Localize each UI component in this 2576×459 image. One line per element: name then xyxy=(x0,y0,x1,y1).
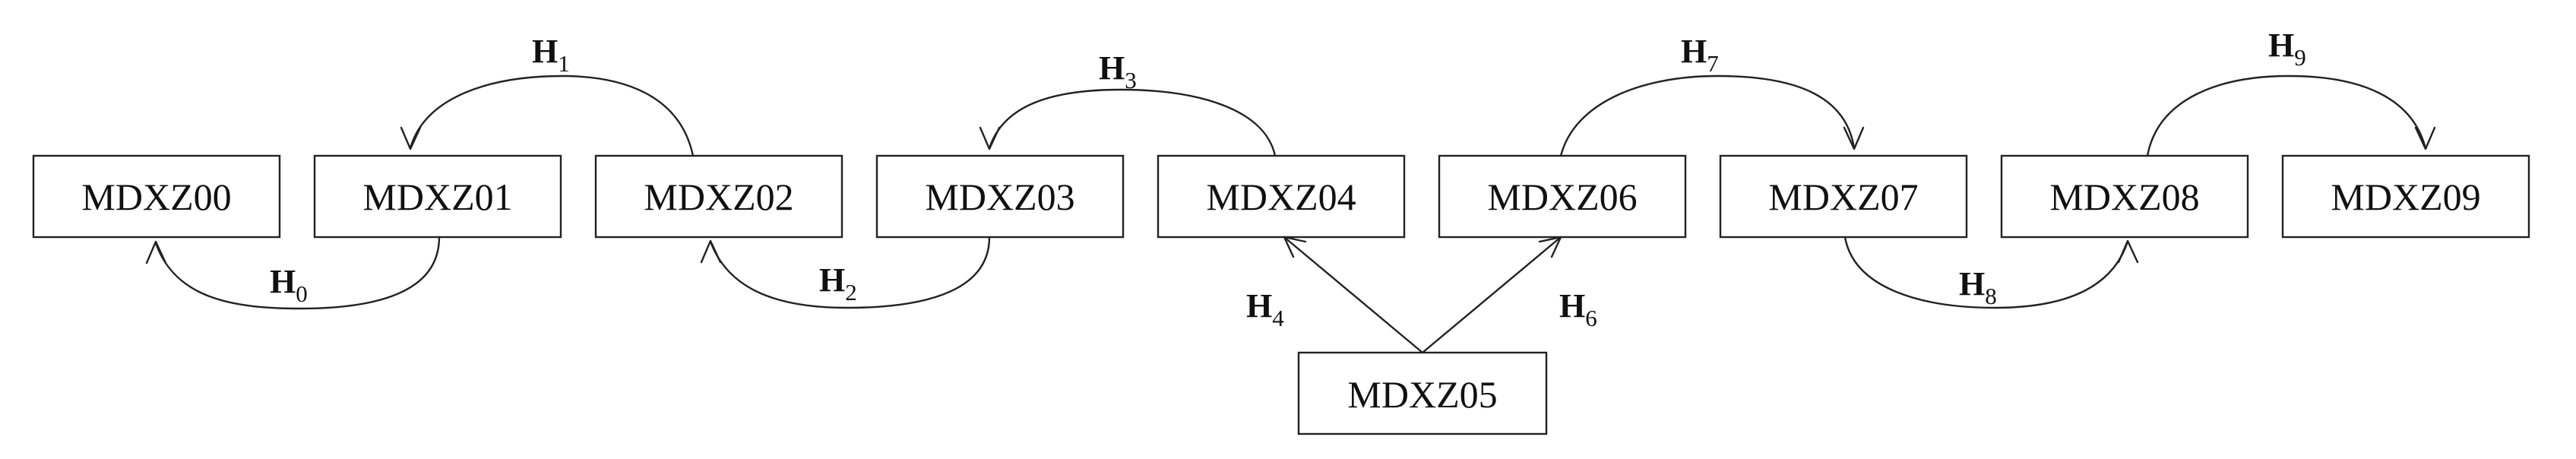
node-mdxz09: MDXZ09 xyxy=(2281,154,2530,239)
edge-curve xyxy=(409,74,695,157)
arrowhead xyxy=(2117,239,2139,264)
edge-label-h1: H1 xyxy=(532,33,570,77)
node-label: MDXZ04 xyxy=(1206,176,1356,218)
edge-label-h9: H9 xyxy=(2268,27,2306,71)
node-mdxz08: MDXZ08 xyxy=(2000,154,2249,239)
arrowhead xyxy=(145,240,167,264)
edge-label-h8: H8 xyxy=(1959,265,1997,309)
arrowhead xyxy=(400,126,422,150)
node-label: MDXZ07 xyxy=(1768,176,1918,218)
node-mdxz01: MDXZ01 xyxy=(313,154,562,239)
edge-line xyxy=(1283,236,1424,354)
node-mdxz02: MDXZ02 xyxy=(594,154,843,239)
node-label: MDXZ02 xyxy=(644,176,793,218)
edge-h3 xyxy=(979,88,1277,157)
node-label: MDXZ06 xyxy=(1487,176,1637,218)
arrowhead xyxy=(1538,236,1562,258)
edge-label-h7: H7 xyxy=(1681,33,1719,77)
node-label: MDXZ01 xyxy=(362,176,512,218)
node-mdxz03: MDXZ03 xyxy=(875,154,1125,239)
node-mdxz07: MDXZ07 xyxy=(1719,154,1968,239)
edge-curve xyxy=(2146,74,2427,157)
node-label: MDXZ03 xyxy=(925,176,1074,218)
edge-h4 xyxy=(1283,236,1424,354)
arrowhead xyxy=(979,126,1001,150)
edge-label-h6: H6 xyxy=(1559,287,1597,331)
edge-line xyxy=(1421,236,1562,354)
edge-curve xyxy=(1559,74,1856,157)
edge-h8 xyxy=(1843,236,2139,309)
arrowhead xyxy=(700,239,722,264)
edge-curve xyxy=(988,88,1277,157)
arrowhead xyxy=(1283,236,1307,258)
edge-h2 xyxy=(700,236,991,309)
arrowhead xyxy=(2414,126,2436,150)
edge-h9 xyxy=(2146,74,2436,157)
edge-label-h2: H2 xyxy=(819,261,857,305)
node-mdxz04: MDXZ04 xyxy=(1157,154,1406,239)
arrowhead xyxy=(1843,126,1865,150)
edge-curve xyxy=(1843,236,2129,309)
node-mdxz06: MDXZ06 xyxy=(1438,154,1687,239)
edge-curve xyxy=(154,236,441,310)
node-label: MDXZ05 xyxy=(1347,373,1497,416)
node-label: MDXZ00 xyxy=(81,176,231,218)
edge-h0 xyxy=(145,236,441,310)
edge-label-h3: H3 xyxy=(1099,49,1137,93)
node-mdxz05: MDXZ05 xyxy=(1297,351,1548,435)
node-mdxz00: MDXZ00 xyxy=(32,154,281,239)
edge-label-h0: H0 xyxy=(270,263,308,307)
edge-curve xyxy=(709,236,991,309)
edge-h1 xyxy=(400,74,695,157)
edge-h6 xyxy=(1421,236,1562,354)
node-label: MDXZ09 xyxy=(2331,176,2480,218)
edge-h7 xyxy=(1559,74,1865,157)
node-label: MDXZ08 xyxy=(2049,176,2199,218)
edge-label-h4: H4 xyxy=(1246,287,1284,331)
